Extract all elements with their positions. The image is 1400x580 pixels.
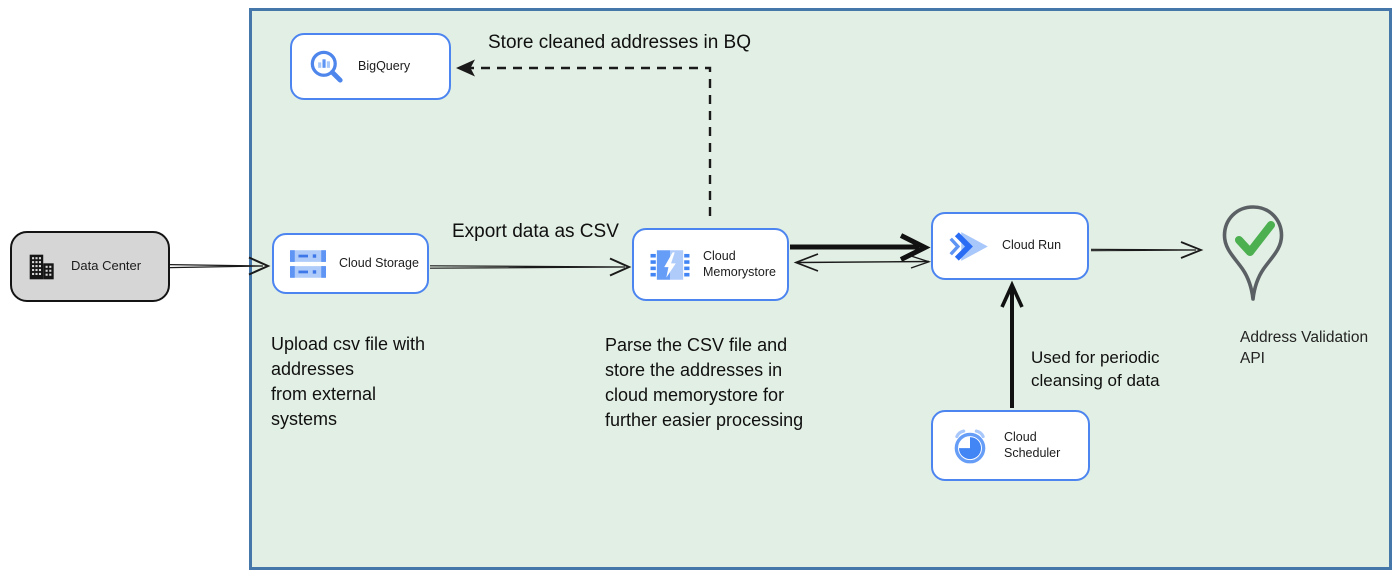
node-address-validation-api[interactable] [1218, 204, 1288, 333]
label-export-data-csv: Export data as CSV [452, 221, 619, 242]
cloud-storage-icon [290, 249, 326, 278]
note-periodic-cleansing: Used for periodic cleansing of data [1031, 348, 1160, 390]
node-label: Cloud Run [1002, 238, 1062, 253]
node-cloud-storage[interactable]: Cloud Storage [272, 233, 429, 294]
gcp-boundary-container[interactable] [249, 8, 1392, 570]
label-store-cleaned-addresses: Store cleaned addresses in BQ [488, 32, 751, 53]
cloud-memorystore-icon [650, 247, 690, 283]
node-label: Data Center [71, 258, 142, 274]
node-cloud-memorystore[interactable]: Cloud Memorystore [632, 228, 789, 301]
note-upload-csv: Upload csv file with addresses from exte… [271, 334, 426, 429]
node-label: Cloud Scheduler [1004, 429, 1061, 460]
data-center-building-icon [26, 251, 58, 283]
node-data-center[interactable]: Data Center [10, 231, 170, 302]
cloud-run-icon [949, 231, 989, 262]
node-cloud-run[interactable]: Cloud Run [931, 212, 1089, 280]
node-label: Cloud Storage [339, 255, 419, 270]
node-label: Cloud Memorystore [703, 248, 776, 279]
bigquery-icon [308, 48, 345, 85]
map-pin-check-icon [1222, 205, 1284, 301]
node-label: BigQuery [358, 58, 411, 73]
node-bigquery[interactable]: BigQuery [290, 33, 451, 100]
green-check-icon [1235, 221, 1275, 256]
cloud-scheduler-icon [949, 427, 991, 465]
node-cloud-scheduler[interactable]: Cloud Scheduler [931, 410, 1090, 481]
address-validation-api-label: Address Validation API [1240, 329, 1369, 367]
note-parse-csv: Parse the CSV file and store the address… [605, 335, 804, 430]
